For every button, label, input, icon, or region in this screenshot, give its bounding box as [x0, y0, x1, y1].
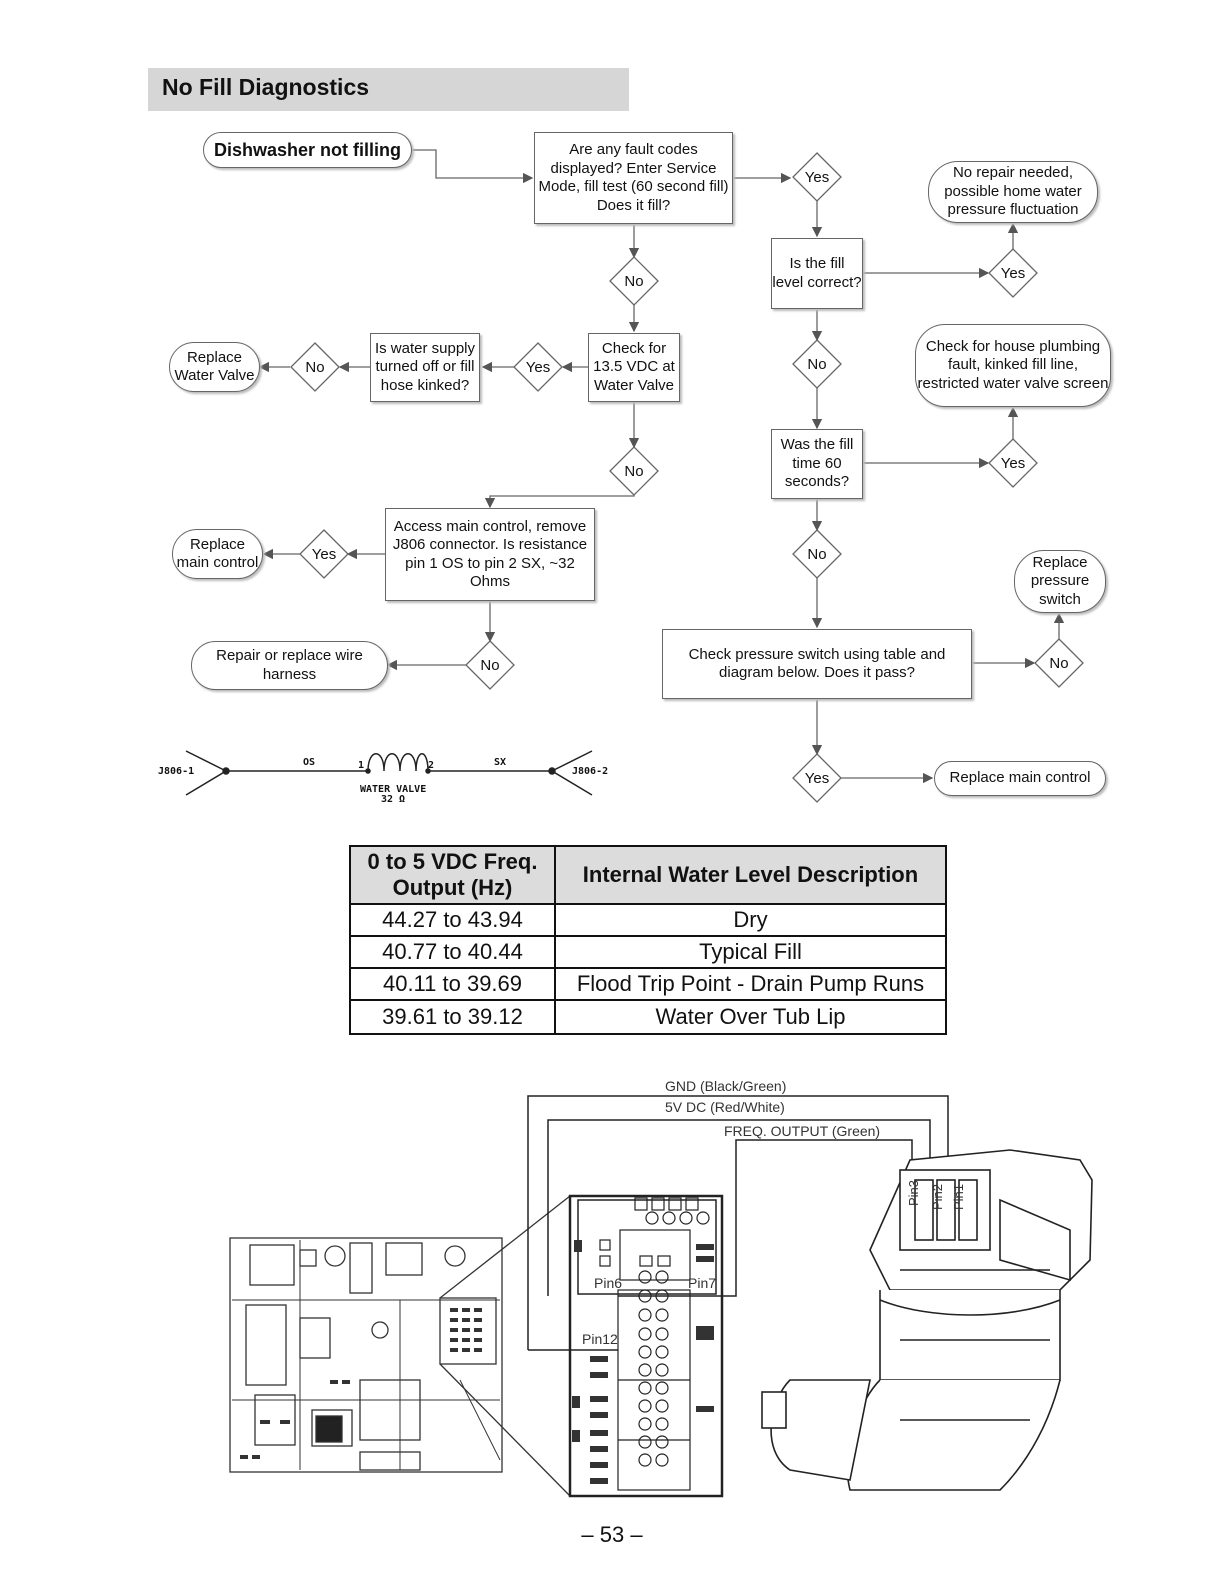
table-row: 44.27 to 43.94 Dry [349, 903, 947, 937]
replace-water-valve-result: Replace Water Valve [169, 342, 260, 392]
start-node: Dishwasher not filling [203, 132, 412, 168]
diamond-no-6 [792, 529, 842, 579]
no-label: No [807, 355, 827, 373]
frequency-cell: 40.11 to 39.69 [349, 967, 556, 1001]
page-title: No Fill Diagnostics [162, 74, 370, 100]
diamond-yes-6 [792, 753, 842, 803]
description-cell: Typical Fill [554, 935, 947, 969]
replace-pressure-switch-result: Replace pressure switch [1014, 550, 1106, 613]
no-label: No [1049, 654, 1069, 672]
pin7-label: Pin7 [688, 1275, 717, 1291]
pin6-label: Pin6 [594, 1275, 623, 1291]
yes-label: Yes [804, 769, 830, 787]
yes-label: Yes [311, 545, 337, 563]
plumbing-check-result: Check for house plumbing fault, kinked f… [915, 324, 1111, 407]
water-valve-schematic [185, 750, 593, 796]
pressure-switch-question: Check pressure switch using table and di… [662, 629, 972, 699]
yes-label: Yes [1000, 454, 1026, 472]
no-label: No [305, 358, 325, 376]
table-row: 40.11 to 39.69 Flood Trip Point - Drain … [349, 967, 947, 1001]
diamond-no-4 [465, 640, 515, 690]
description-cell: Water Over Tub Lip [554, 999, 947, 1035]
wire-harness-result: Repair or replace wire harness [191, 641, 388, 690]
table-header-row: 0 to 5 VDC Freq. Output (Hz) Internal Wa… [349, 845, 947, 905]
yes-label: Yes [804, 168, 830, 186]
voltage-check-question: Check for 13.5 VDC at Water Valve [588, 333, 680, 402]
schematic-right-connector: J806-2 [572, 766, 609, 777]
fill-time-question: Was the fill time 60 seconds? [771, 429, 863, 499]
5v-wire-label: 5V DC (Red/White) [665, 1099, 785, 1115]
diamond-yes-2 [513, 342, 563, 392]
water-level-table: 0 to 5 VDC Freq. Output (Hz) Internal Wa… [349, 845, 947, 1035]
water-supply-question: Is water supply turned off or fill hose … [370, 333, 480, 402]
schematic-resistance: 32 Ω [381, 794, 406, 805]
schematic-component: WATER VALVE [360, 784, 427, 795]
diamond-no-5 [792, 339, 842, 389]
frequency-cell: 44.27 to 43.94 [349, 903, 556, 937]
yes-label: Yes [525, 358, 551, 376]
connector-zoom-illustration [527, 1095, 949, 1498]
fault-codes-question: Are any fault codes displayed? Enter Ser… [534, 132, 733, 224]
table-row: 39.61 to 39.12 Water Over Tub Lip [349, 999, 947, 1035]
fill-level-question: Is the fill level correct? [771, 238, 863, 309]
resistance-question: Access main control, remove J806 connect… [385, 508, 595, 601]
replace-main-control-result-1: Replace main control [172, 529, 263, 579]
table-row: 40.77 to 40.44 Typical Fill [349, 935, 947, 969]
gnd-wire-label: GND (Black/Green) [665, 1078, 787, 1094]
diamond-no-1 [609, 256, 659, 306]
pin12-label: Pin12 [582, 1331, 618, 1347]
yes-label: Yes [1000, 264, 1026, 282]
diamond-yes-3 [299, 529, 349, 579]
schematic-pin-2: 2 [428, 760, 435, 771]
replace-main-control-result-2: Replace main control [934, 761, 1106, 796]
control-board-illustration [229, 1195, 571, 1497]
diamond-yes-5 [988, 438, 1038, 488]
diamond-no-2 [290, 342, 340, 392]
pin2-label: Pin2 [930, 1183, 945, 1210]
schematic-pin-1: 1 [358, 760, 365, 771]
description-cell: Flood Trip Point - Drain Pump Runs [554, 967, 947, 1001]
schematic-left-wire: OS [303, 757, 316, 768]
pin1-label: Pin1 [951, 1183, 966, 1210]
frequency-cell: 40.77 to 40.44 [349, 935, 556, 969]
no-label: No [624, 272, 644, 290]
diamond-yes-4 [988, 248, 1038, 298]
no-label: No [480, 656, 500, 674]
pin3-label: Pin3 [906, 1179, 921, 1206]
no-repair-result: No repair needed, possible home water pr… [928, 161, 1098, 223]
column-header: Internal Water Level Description [554, 845, 947, 905]
freq-wire-label: FREQ. OUTPUT (Green) [724, 1123, 881, 1139]
no-label: No [807, 545, 827, 563]
section-header: No Fill Diagnostics [148, 68, 629, 111]
page-number: – 53 – [581, 1522, 643, 1547]
pressure-switch-illustration [761, 1149, 1093, 1491]
diamond-no-3 [609, 446, 659, 496]
diamond-yes-1 [792, 152, 842, 202]
schematic-left-connector: J806-1 [158, 766, 195, 777]
column-header: 0 to 5 VDC Freq. Output (Hz) [349, 845, 556, 905]
description-cell: Dry [554, 903, 947, 937]
schematic-right-wire: SX [494, 757, 507, 768]
diamond-no-7 [1034, 638, 1084, 688]
frequency-cell: 39.61 to 39.12 [349, 999, 556, 1035]
no-label: No [624, 462, 644, 480]
